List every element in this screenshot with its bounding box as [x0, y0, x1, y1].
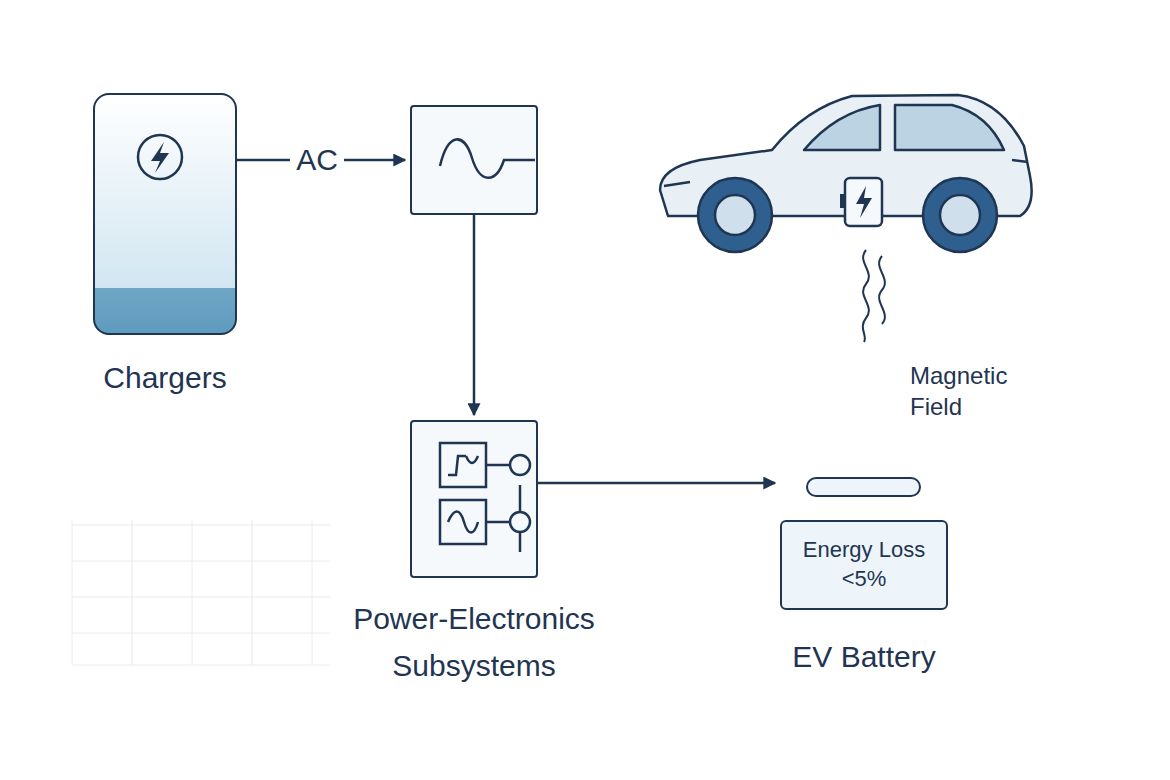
- field-wave: [879, 256, 885, 324]
- circuit-icon: [440, 443, 530, 552]
- block-symbol: [448, 456, 478, 475]
- grid-line: [72, 520, 312, 665]
- node-caption: Power-Electronics Subsystems: [304, 596, 644, 689]
- ev-battery-group: EV BatteryEnergy Loss <5%: [780, 470, 948, 610]
- field-wave: [863, 250, 869, 342]
- icon-circle: [138, 135, 182, 179]
- flow-arrow: [538, 482, 775, 485]
- magnetic-field-waves: [863, 250, 885, 342]
- car-illustration: [660, 95, 1032, 252]
- grid-line: [72, 525, 330, 665]
- lightning-symbol: [151, 142, 169, 173]
- car-hub: [715, 195, 755, 235]
- flow-arrow: [473, 215, 476, 415]
- field-label: Magnetic Field: [910, 360, 1040, 422]
- node-caption: Chargers: [103, 359, 226, 397]
- car-battery-icon: [845, 178, 882, 226]
- car-wheel: [923, 178, 997, 252]
- car-window: [804, 105, 880, 150]
- circuit-node: [510, 512, 530, 532]
- power-electronics-box: Power-Electronics Subsystems: [410, 420, 538, 578]
- car-hub: [940, 195, 980, 235]
- node-caption: EV Battery: [792, 638, 935, 676]
- block-symbol: [448, 512, 478, 533]
- circuit-node: [510, 455, 530, 475]
- background-grid: [72, 520, 330, 665]
- converter-block: [440, 443, 486, 487]
- energy-loss-value: Energy Loss <5%: [799, 536, 929, 593]
- lightning-symbol: [856, 186, 872, 218]
- charging-pad: [806, 477, 921, 497]
- ac-waveform-icon: [440, 139, 535, 177]
- circuit-wire: [486, 455, 520, 552]
- car-headlight: [664, 182, 690, 186]
- charger-unit: Chargers: [93, 93, 237, 335]
- car-battery-terminal: [840, 194, 845, 208]
- car-taillight: [1012, 160, 1028, 162]
- car-wheel: [698, 178, 772, 252]
- converter-block: [440, 500, 486, 544]
- signal-label: AC: [290, 143, 344, 178]
- car-window: [895, 105, 1004, 150]
- info-panel: Energy Loss <5%: [780, 520, 948, 610]
- ac-signal-box: [410, 105, 538, 215]
- charger-icon: [138, 135, 182, 179]
